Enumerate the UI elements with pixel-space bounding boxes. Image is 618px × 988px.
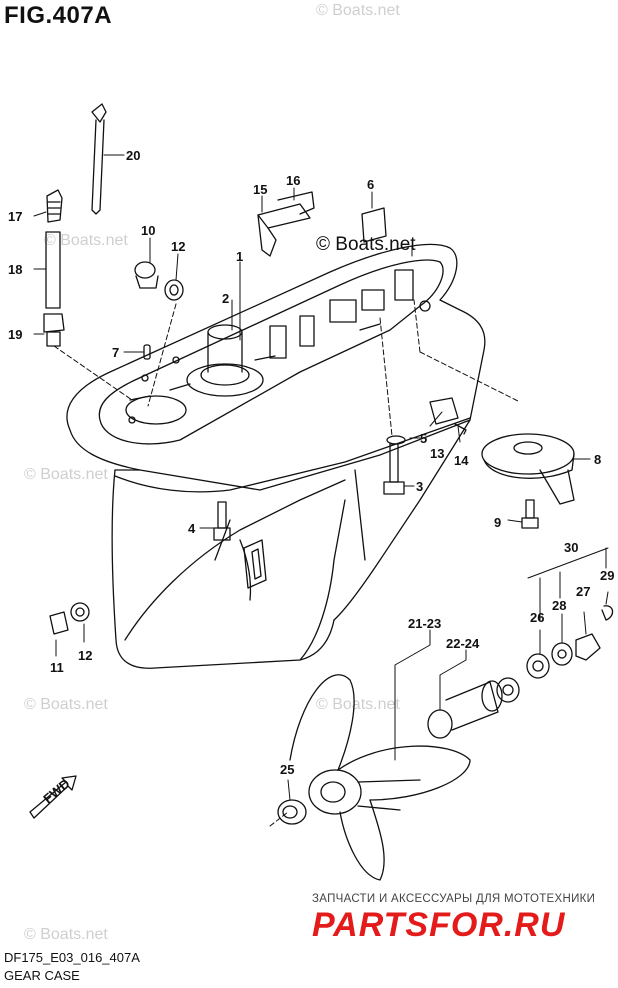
dowel-pin [143,344,151,360]
callout-numbers: 20 17 18 19 10 12 7 1 2 15 16 6 5 13 14 … [8,148,614,777]
callout-number: 17 [8,209,22,224]
watermark-text: © Boats.net [24,926,108,943]
rubber-pad [361,207,387,243]
watermark-text: © Boats.net [24,466,108,483]
callout-number: 20 [126,148,140,163]
figure-title: FIG.407A [4,2,113,29]
trim-tab-anode [481,433,575,505]
callout-number: 15 [253,182,267,197]
callout-number: 1 [236,249,243,264]
callout-number: 12 [78,648,92,663]
callout-number: 3 [416,479,423,494]
bolt [213,501,231,541]
callout-number: 19 [8,327,22,342]
oil-plug [134,261,184,301]
watermark-text: © Boats.net [24,696,108,713]
watermark-text: © Boats.net [316,2,400,19]
callout-number: 11 [50,660,64,675]
callout-number: 10 [141,223,155,238]
callout-number: 25 [280,762,294,777]
callout-number: 26 [530,610,544,625]
promo-subtitle: ЗАПЧАСТИ И АКСЕССУАРЫ ДЛЯ МОТОТЕХНИКИ [312,893,596,905]
clip-bracket [257,191,315,257]
fwd-arrow-icon [29,775,77,819]
callout-number: 18 [8,262,22,277]
drain-plug [49,602,90,635]
callout-number: 7 [112,345,119,360]
leader-lines [33,154,609,827]
callout-number: 29 [600,568,614,583]
figure-name: GEAR CASE [4,968,80,983]
shift-shaft-assembly [43,189,65,347]
callout-number: 9 [494,515,501,530]
callout-number: 13 [430,446,444,461]
callout-number: 22-24 [446,636,480,651]
watermark-text: © Boats.net [44,232,128,249]
figure-code: DF175_E03_016_407A [4,950,140,965]
callout-number: 8 [594,452,601,467]
callout-number: 30 [564,540,578,555]
callout-number: 2 [222,291,229,306]
thrust-washer [277,799,307,825]
propeller [289,674,471,881]
callout-number: 4 [188,521,196,536]
bolt [521,499,539,529]
callout-number: 6 [367,177,374,192]
copyright-label: © Boats.net [316,234,416,255]
callout-number: 5 [420,431,427,446]
gear-case-housing [66,243,486,669]
watermark-text: © Boats.net [316,696,400,713]
callout-number: 28 [552,598,566,613]
callout-number: 21-23 [408,616,441,631]
bolt [383,443,405,495]
callout-number: 12 [171,239,185,254]
callout-number: 16 [286,173,300,188]
promo-logo: PARTSFOR.RU [312,906,566,944]
shift-rod [91,103,107,215]
callout-number: 27 [576,584,590,599]
bushing [427,677,520,739]
callout-number: 14 [454,453,469,468]
